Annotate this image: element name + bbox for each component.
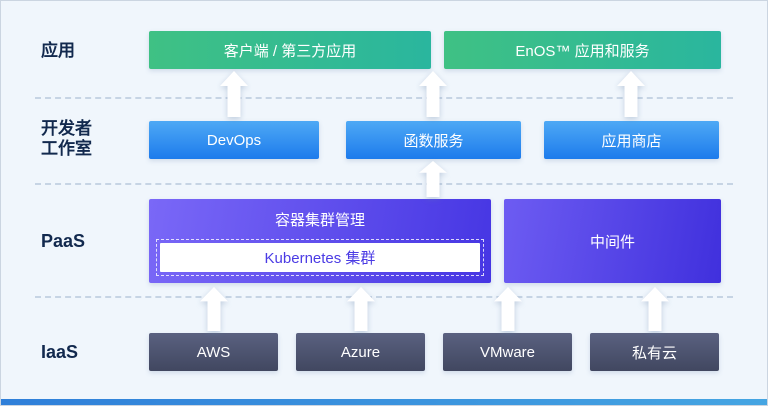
layer-label-dev-line1: 开发者 [41,119,92,138]
up-arrow-icon [347,287,375,331]
up-arrow-icon [419,161,447,197]
separator-line [35,97,733,99]
up-arrow-icon [617,71,645,117]
up-arrow-icon [200,287,228,331]
dev-box-function-service: 函数服务 [346,121,521,159]
layer-label-dev-line2: 工作室 [41,139,92,158]
up-arrow-icon [494,287,522,331]
layer-label-iaas: IaaS [41,342,79,362]
iaas-box-aws: AWS [149,333,278,371]
iaas-box-private-cloud: 私有云 [590,333,719,371]
paas-box-middleware: 中间件 [504,199,721,283]
paas-box-container-cluster: 容器集群管理 Kubernetes 集群 [149,199,491,283]
iaas-box-azure: Azure [296,333,425,371]
bottom-accent-bar [1,399,767,405]
up-arrow-icon [641,287,669,331]
dev-box-app-store: 应用商店 [544,121,719,159]
container-cluster-title: 容器集群管理 [274,211,365,229]
kubernetes-cluster-box: Kubernetes 集群 [160,243,480,272]
separator-line [35,183,733,185]
layer-label-paas: PaaS [41,231,86,251]
dev-box-devops: DevOps [149,121,319,159]
layer-label-dev-studio: 开发者 工作室 [41,119,92,159]
kubernetes-dashed-frame: Kubernetes 集群 [156,239,484,276]
app-box-enos-services: EnOS™ 应用和服务 [444,31,721,69]
app-box-client-thirdparty: 客户端 / 第三方应用 [149,31,431,69]
layer-label-app: 应用 [41,41,75,60]
up-arrow-icon [220,71,248,117]
iaas-box-vmware: VMware [443,333,572,371]
separator-line [35,296,733,298]
up-arrow-icon [419,71,447,117]
